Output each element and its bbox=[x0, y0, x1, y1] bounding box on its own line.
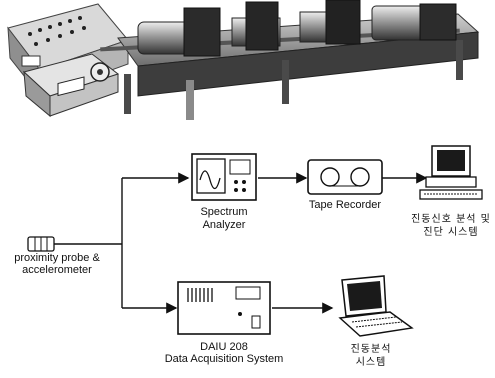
tape-recorder-label: Tape Recorder bbox=[308, 199, 382, 211]
vibration-analysis-label-line1: 진동분석 bbox=[350, 344, 392, 355]
vibration-diagnosis-label-line1: 진동신호 분석 및 bbox=[411, 214, 491, 225]
sensor-label-line2: accelerometer bbox=[22, 264, 92, 276]
laptop-icon bbox=[338, 275, 414, 337]
spectrum-analyzer-icon bbox=[191, 153, 257, 201]
vibration-analysis-label-line2: 시스템 bbox=[355, 357, 387, 368]
daiu-208-icon bbox=[177, 281, 271, 335]
rotor-shaft-assembly bbox=[100, 0, 460, 57]
sensor-label-line1: proximity probe & bbox=[14, 252, 100, 264]
desktop-computer-icon bbox=[419, 145, 483, 200]
signal-connectors bbox=[54, 172, 428, 314]
spectrum-analyzer-label-line1: Spectrum bbox=[200, 206, 248, 218]
daiu-label-line2: Data Acquisition System bbox=[164, 353, 284, 365]
meter-unit bbox=[22, 53, 120, 118]
tape-recorder-icon bbox=[307, 159, 383, 195]
spectrum-analyzer-label-line2: Analyzer bbox=[202, 219, 246, 231]
sensor-icon bbox=[27, 236, 55, 252]
vibration-diagnosis-label-line2: 진단 시스템 bbox=[423, 227, 479, 238]
daiu-label-line1: DAIU 208 bbox=[200, 341, 248, 353]
